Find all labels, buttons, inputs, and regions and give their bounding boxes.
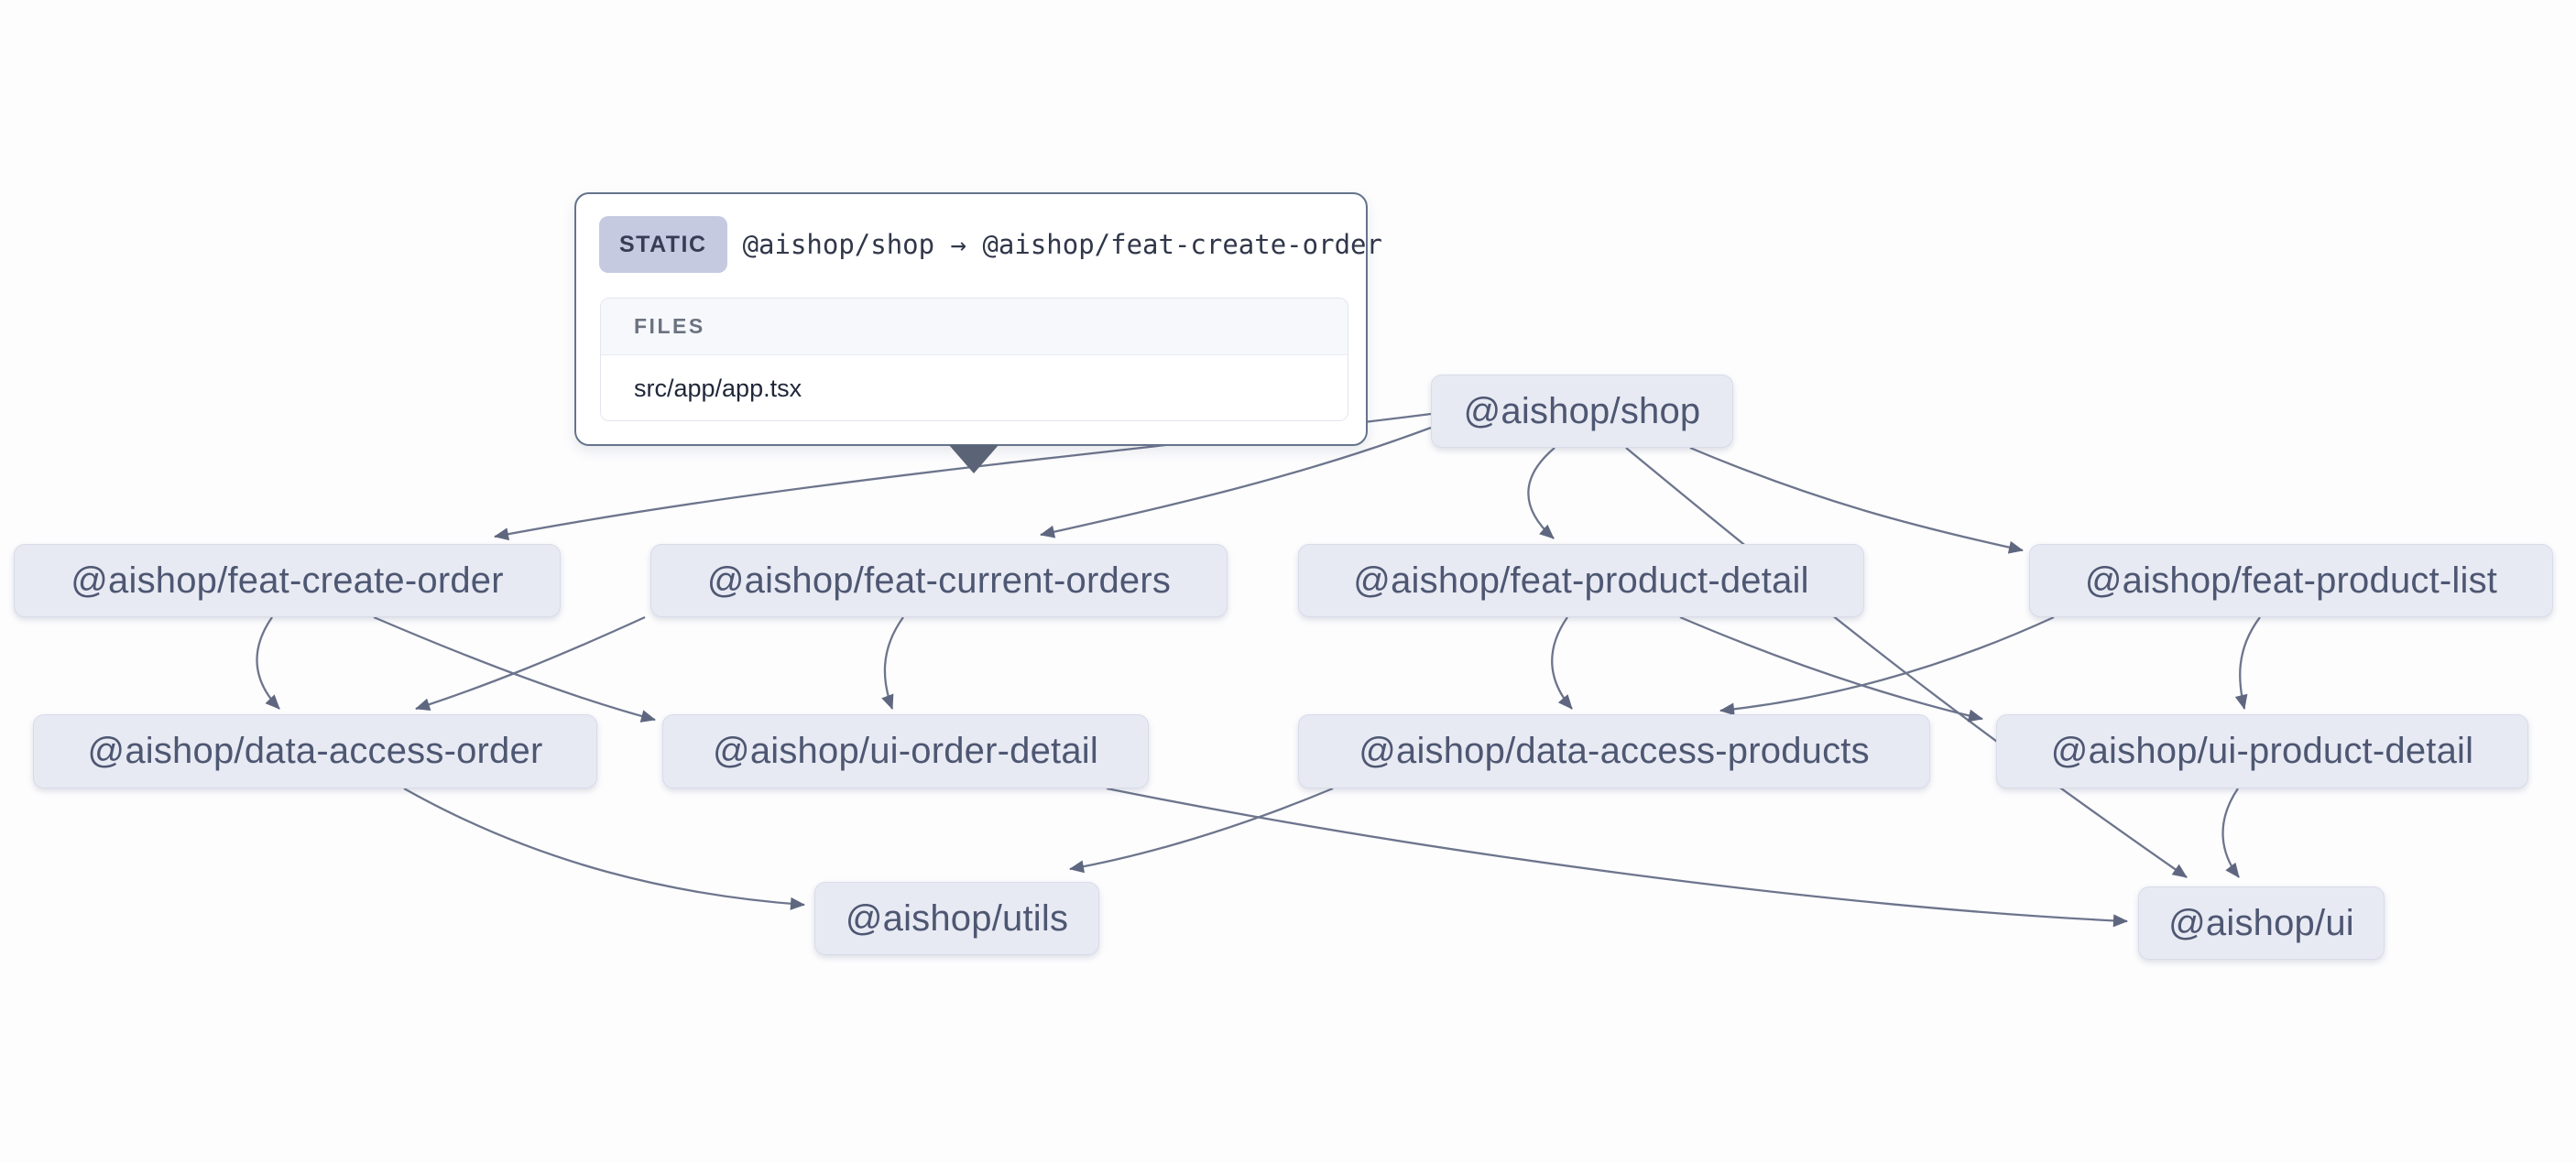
node-feat-create-order[interactable]: @aishop/feat-create-order xyxy=(14,544,561,617)
edge-type-badge: STATIC xyxy=(599,216,727,273)
edge-shop-to-ui[interactable] xyxy=(1625,447,2188,878)
edge-shop-to-feat-current-orders[interactable] xyxy=(1040,426,1432,538)
file-list-item: src/app/app.tsx xyxy=(601,355,1348,420)
edge-data-access-products-to-utils[interactable] xyxy=(1069,787,1334,874)
node-data-access-order[interactable]: @aishop/data-access-order xyxy=(33,714,597,788)
edge-shop-to-feat-product-detail[interactable] xyxy=(1527,447,1555,539)
files-panel: FILES src/app/app.tsx xyxy=(600,298,1348,421)
edge-shop-to-feat-product-list[interactable] xyxy=(1689,446,2024,554)
node-utils[interactable]: @aishop/utils xyxy=(814,882,1099,955)
node-feat-product-detail[interactable]: @aishop/feat-product-detail xyxy=(1298,544,1864,617)
node-ui[interactable]: @aishop/ui xyxy=(2138,886,2385,960)
edge-feat-product-list-to-data-access-products[interactable] xyxy=(1719,615,2055,716)
edge-feat-product-detail-to-ui-product-detail[interactable] xyxy=(1679,615,1983,723)
edge-data-access-order-to-utils[interactable] xyxy=(403,787,805,910)
edge-feat-create-order-to-data-access-order[interactable] xyxy=(256,616,280,710)
node-data-access-products[interactable]: @aishop/data-access-products xyxy=(1298,714,1930,788)
tooltip-caret-icon xyxy=(949,445,999,473)
node-ui-product-detail[interactable]: @aishop/ui-product-detail xyxy=(1996,714,2528,788)
node-ui-order-detail[interactable]: @aishop/ui-order-detail xyxy=(662,714,1149,788)
edge-feat-product-detail-to-data-access-products[interactable] xyxy=(1551,616,1573,710)
edge-ui-product-detail-to-ui[interactable] xyxy=(2221,788,2240,878)
edge-feat-current-orders-to-ui-order-detail[interactable] xyxy=(881,616,904,710)
node-shop[interactable]: @aishop/shop xyxy=(1431,375,1733,448)
edge-feat-product-list-to-ui-product-detail[interactable] xyxy=(2234,616,2261,710)
edge-ui-order-detail-to-ui[interactable] xyxy=(1106,787,2128,928)
node-feat-current-orders[interactable]: @aishop/feat-current-orders xyxy=(650,544,1228,617)
edge-tooltip-title: @aishop/shop → @aishop/feat-create-order xyxy=(742,229,1382,260)
files-panel-header: FILES xyxy=(601,299,1348,355)
node-feat-product-list[interactable]: @aishop/feat-product-list xyxy=(2029,544,2553,617)
edge-feat-create-order-to-ui-order-detail[interactable] xyxy=(373,615,656,723)
edge-tooltip-header: STATIC @aishop/shop → @aishop/feat-creat… xyxy=(599,216,1382,273)
edge-tooltip: STATIC @aishop/shop → @aishop/feat-creat… xyxy=(574,192,1382,473)
edge-feat-current-orders-to-data-access-order[interactable] xyxy=(415,615,646,712)
